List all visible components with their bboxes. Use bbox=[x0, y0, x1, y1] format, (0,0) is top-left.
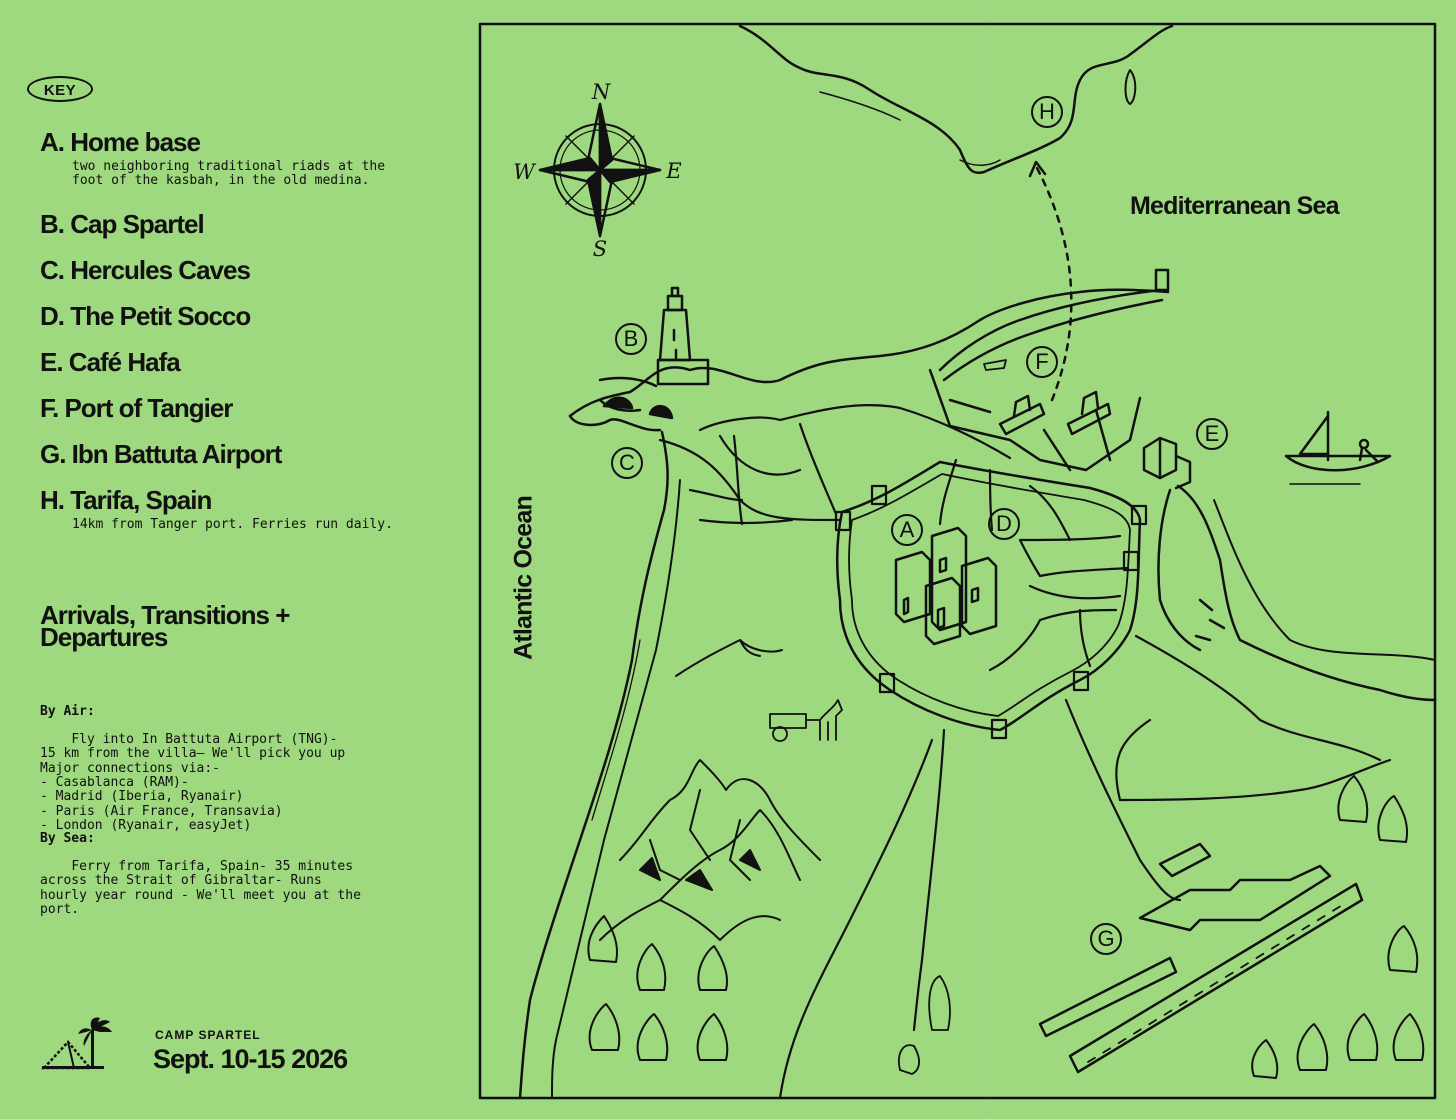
castle-icon bbox=[894, 526, 998, 646]
key-item-title: C. Hercules Caves bbox=[40, 255, 251, 285]
key-item-cafe-hafa: E. Café Hafa bbox=[40, 346, 460, 392]
airport-runway-icon bbox=[1038, 842, 1364, 1074]
tent-palm-logo-icon bbox=[41, 1017, 112, 1070]
key-item-title: E. Café Hafa bbox=[40, 347, 181, 377]
compass-south-label: S bbox=[592, 237, 608, 261]
marker-c: C bbox=[611, 447, 643, 479]
ferry-route bbox=[1034, 164, 1073, 402]
mediterranean-sea-label: Mediterranean Sea bbox=[1130, 192, 1340, 220]
by-sea-section: By Sea: Ferry from Tarifa, Spain- 35 min… bbox=[40, 803, 440, 932]
key-item-title: D. The Petit Socco bbox=[40, 301, 251, 331]
atlantic-ocean-label: Atlantic Ocean bbox=[509, 496, 538, 660]
atlantic-coastline bbox=[518, 430, 669, 1100]
key-item-title: F. Port of Tangier bbox=[40, 393, 233, 423]
ship-icon bbox=[983, 359, 1112, 436]
donkey-cart-icon bbox=[769, 699, 843, 742]
spain-coastline bbox=[738, 24, 1174, 174]
by-air-heading: By Air: bbox=[40, 703, 95, 719]
marker-h: H bbox=[1031, 96, 1063, 128]
arrivals-title: Arrivals, Transitions + Departures bbox=[40, 600, 290, 652]
key-item-desc: 14km from Tanger port. Ferries run daily… bbox=[72, 517, 393, 532]
medina-wall bbox=[835, 460, 1142, 732]
key-item-title: H. Tarifa, Spain bbox=[40, 485, 212, 515]
compass-east-label: E bbox=[666, 159, 682, 183]
compass-rose-icon bbox=[538, 102, 662, 238]
compass-west-label: W bbox=[513, 160, 535, 184]
wall-towers bbox=[834, 484, 1148, 740]
map-frame bbox=[478, 22, 1437, 1100]
camp-dates: Sept. 10-15 2026 bbox=[153, 1044, 348, 1074]
page-fold bbox=[985, 0, 987, 1119]
key-item-title: A. Home base bbox=[40, 127, 201, 157]
key-badge: KEY bbox=[27, 76, 93, 102]
mountain-icon bbox=[599, 639, 821, 941]
by-sea-text: Ferry from Tarifa, Spain- 35 minutes acr… bbox=[40, 859, 361, 918]
compass-north-label: N bbox=[591, 80, 611, 104]
by-sea-heading: By Sea: bbox=[40, 830, 95, 846]
by-air-section: By Air: Fly into In Battuta Airport (TNG… bbox=[40, 676, 440, 848]
tree-icon bbox=[587, 775, 1425, 1079]
marker-b: B bbox=[615, 323, 647, 355]
key-item-port-of-tangier: F. Port of Tangier bbox=[40, 392, 460, 438]
marker-a: A bbox=[891, 514, 923, 546]
key-item-home-base: A. Home base two neighboring traditional… bbox=[40, 126, 460, 188]
lighthouse-icon bbox=[598, 286, 710, 420]
camp-name: CAMP SPARTEL bbox=[155, 1028, 261, 1042]
key-item-hercules-caves: C. Hercules Caves bbox=[40, 254, 460, 300]
by-air-text: Fly into In Battuta Airport (TNG)- 15 km… bbox=[40, 732, 346, 833]
key-list: A. Home base two neighboring traditional… bbox=[40, 126, 460, 552]
streets bbox=[658, 403, 1392, 1100]
sailboat-icon bbox=[1284, 410, 1392, 485]
east-coast bbox=[1176, 484, 1437, 702]
key-panel: KEY A. Home base two neighboring traditi… bbox=[0, 0, 470, 1119]
cafe-hafa-illustration bbox=[1142, 436, 1437, 702]
key-item-title: G. Ibn Battuta Airport bbox=[40, 439, 282, 469]
marker-f: F bbox=[1026, 346, 1058, 378]
key-item-desc: two neighboring traditional riads at the… bbox=[72, 159, 386, 188]
key-item-title: B. Cap Spartel bbox=[40, 209, 205, 239]
key-item-tarifa: H. Tarifa, Spain 14km from Tanger port. … bbox=[40, 484, 460, 532]
key-item-petit-socco: D. The Petit Socco bbox=[40, 300, 460, 346]
marker-e: E bbox=[1196, 418, 1228, 450]
marker-g: G bbox=[1090, 923, 1122, 955]
marker-d: D bbox=[988, 508, 1020, 540]
key-item-cap-spartel: B. Cap Spartel bbox=[40, 208, 460, 254]
key-item-airport: G. Ibn Battuta Airport bbox=[40, 438, 460, 484]
